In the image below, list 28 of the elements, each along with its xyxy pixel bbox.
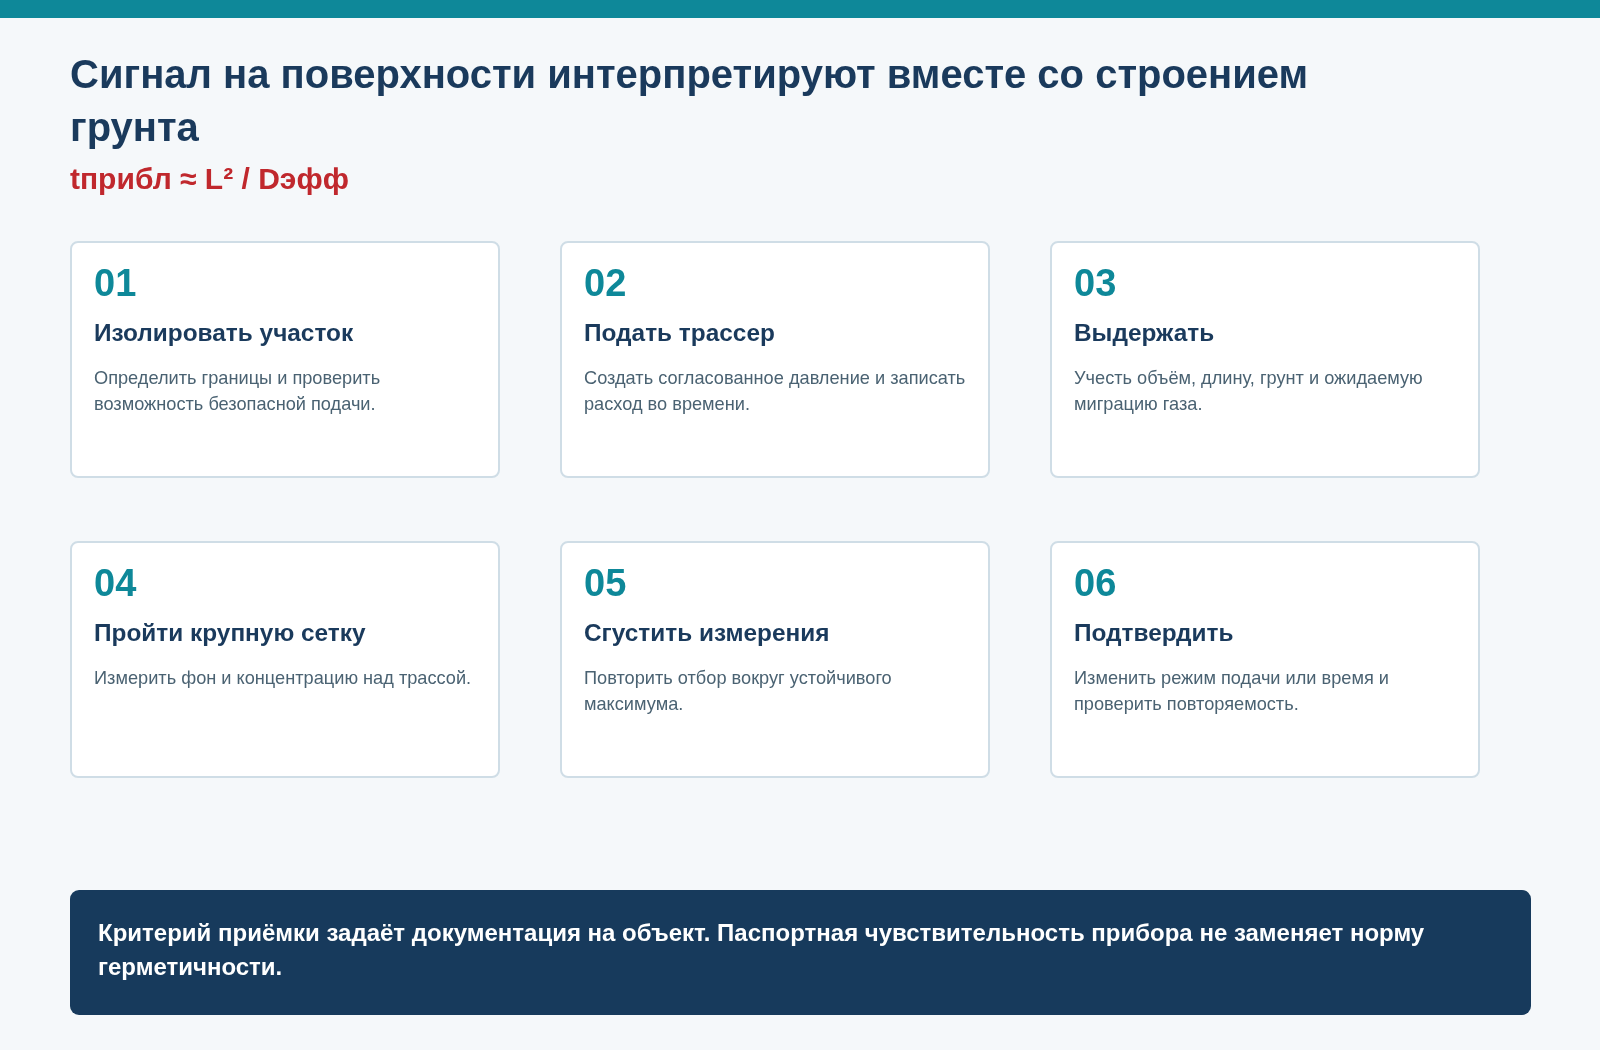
formula-text: tприбл ≈ L² / Dэфф	[70, 162, 349, 196]
step-heading: Изолировать участок	[94, 318, 354, 348]
step-heading: Пройти крупную сетку	[94, 618, 366, 648]
step-number: 02	[584, 261, 627, 305]
note-banner	[70, 890, 1531, 1015]
step-card	[560, 241, 990, 478]
step-description: Создать согласованное давление и записать расход во времени.	[584, 367, 966, 416]
step-description: Измерить фон и концентрацию над трассой.	[94, 667, 473, 690]
step-heading: Подать трассер	[584, 318, 775, 348]
step-card	[1050, 241, 1480, 478]
step-number: 03	[1074, 261, 1117, 305]
step-card	[1050, 541, 1480, 778]
step-number: 04	[94, 561, 137, 605]
step-description: Повторить отбор вокруг устойчивого максимума.	[584, 667, 893, 716]
step-description: Изменить режим подачи или время и проверить повторяемость.	[1074, 667, 1391, 716]
step-number: 05	[584, 561, 627, 605]
step-heading: Подтвердить	[1074, 618, 1234, 648]
note-text: Критерий приёмки задаёт документация на объект. Паспортная чувствительность прибора не заменяет норму герметичности.	[98, 918, 1426, 982]
step-number: 01	[94, 261, 137, 305]
step-heading: Выдержать	[1074, 318, 1215, 348]
step-description: Определить границы и проверить возможность безопасной подачи.	[94, 367, 382, 416]
step-card	[70, 541, 500, 778]
page-title: Сигнал на поверхности интерпретируют вместе со строением грунта	[70, 51, 1310, 151]
step-heading: Сгустить измерения	[584, 618, 830, 648]
step-number: 06	[1074, 561, 1117, 605]
step-card	[560, 541, 990, 778]
step-description: Учесть объём, длину, грунт и ожидаемую миграцию газа.	[1074, 367, 1424, 416]
step-card	[70, 241, 500, 478]
